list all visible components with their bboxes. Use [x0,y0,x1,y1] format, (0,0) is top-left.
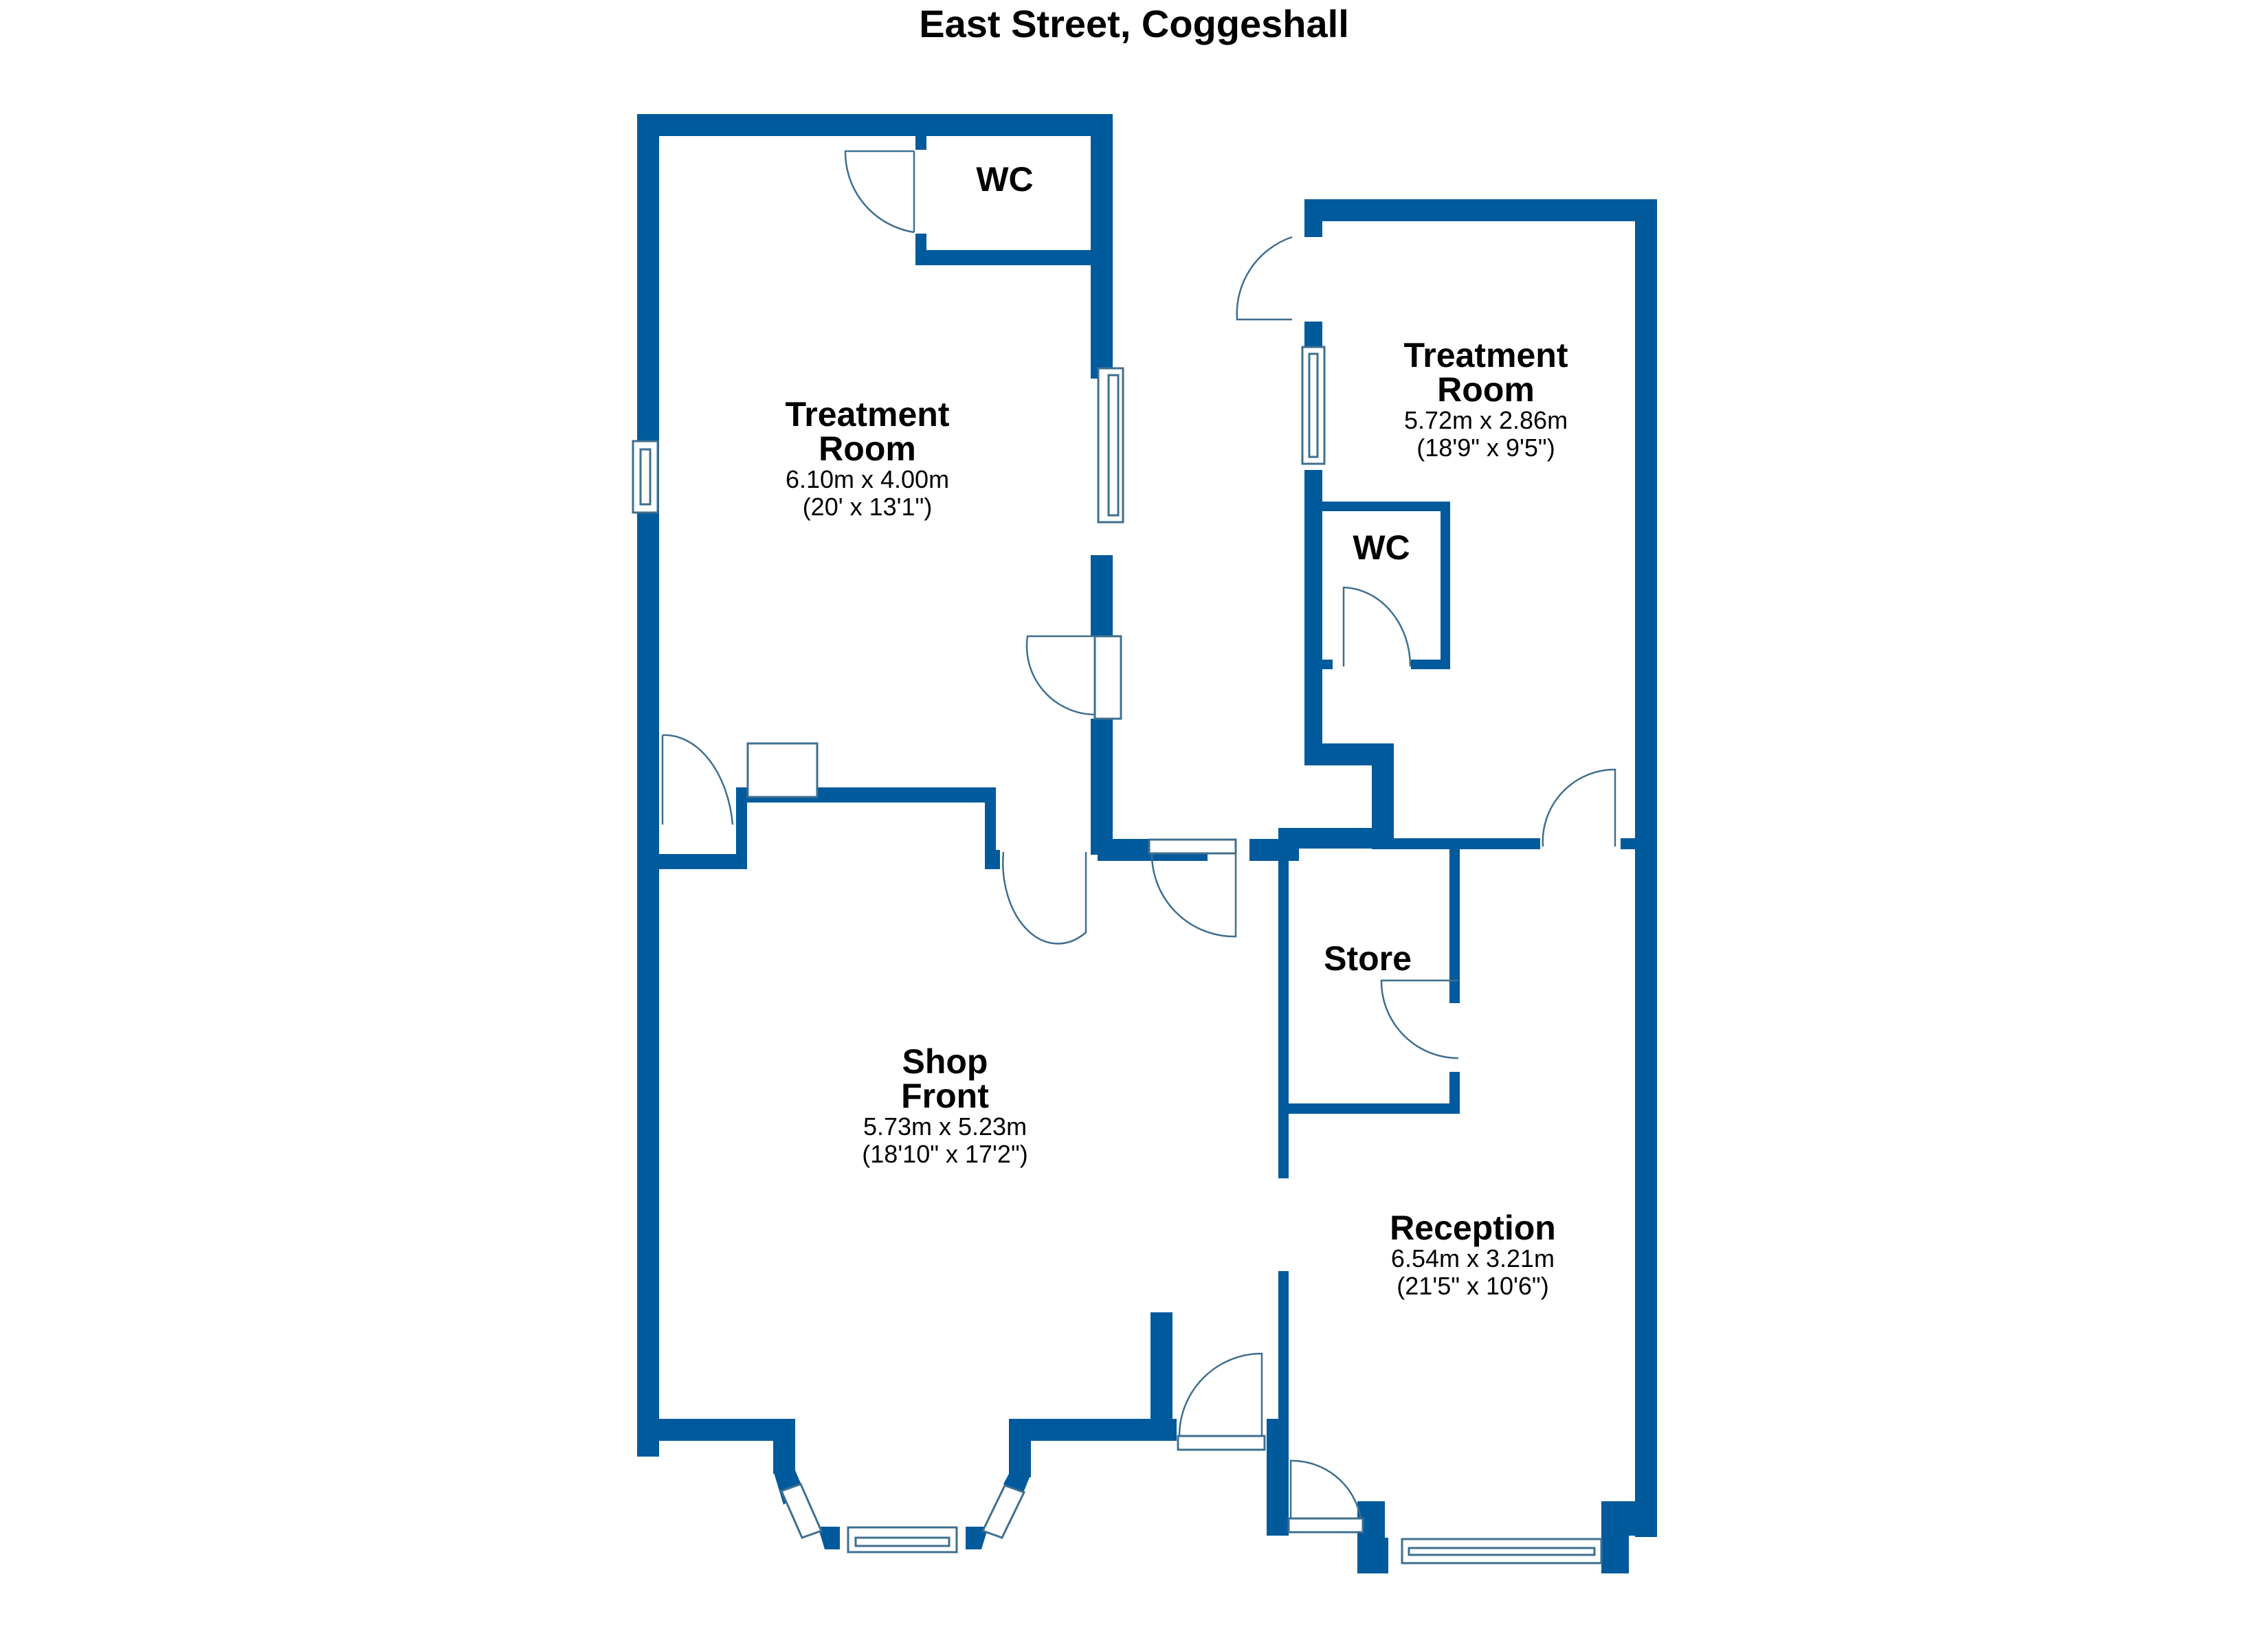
room-name: Room [819,429,916,468]
room-name: Room [1437,370,1535,409]
room-treatment-room-2: Treatment Room 5.72m x 2.86m (18'9" x 9'… [1404,338,1568,462]
door-treatment1-bl [661,734,734,825]
cupboard-fixture [746,742,819,798]
windows [632,346,1603,1564]
room-wc-1: WC [976,162,1033,197]
room-name: Treatment [785,395,950,434]
door-passage [1150,853,1237,938]
room-treatment-room-1: Treatment Room 6.10m x 4.00m (20' x 13'1… [786,397,950,521]
room-name: Reception [1390,1209,1556,1247]
room-metric: 6.54m x 3.21m [1390,1244,1555,1272]
window-bay-left [779,1483,823,1539]
room-wc-2: WC [1353,530,1410,565]
room-metric: 6.10m x 4.00m [785,465,950,493]
doors [661,150,1616,1534]
window-bay-right [981,1484,1026,1539]
room-name: WC [976,160,1034,199]
room-imperial: (18'9" x 9'5") [1416,434,1555,462]
room-store: Store [1324,941,1412,976]
door-treatment2 [1236,236,1293,321]
walls-left-block [637,114,1299,1549]
plan-title: East Street, Coggeshall [919,2,1349,45]
room-shop-front: Shop Front 5.73m x 5.23m (18'10" x 17'2"… [862,1044,1027,1168]
room-metric: 5.72m x 2.86m [1403,406,1568,434]
room-metric: 5.73m x 5.23m [863,1112,1027,1141]
door-wc2 [1342,586,1412,667]
door-entrance-reception [1289,1459,1362,1519]
room-imperial: (18'10" x 17'2") [862,1140,1028,1168]
room-name: Treatment [1403,336,1568,374]
room-name: WC [1353,528,1410,567]
door-wc1 [844,150,915,234]
door-shop-hallway [1002,851,1087,945]
door-entrance-shop [1178,1352,1263,1437]
door-reception-top [1542,768,1616,847]
room-reception: Reception 6.54m x 3.21m (21'5" x 10'6") [1390,1211,1556,1300]
room-imperial: (21'5" x 10'6") [1397,1272,1549,1300]
walls-right-block [1267,199,1657,1573]
room-name: Shop [902,1042,988,1081]
room-name: Store [1324,939,1412,978]
room-imperial: (20' x 13'1") [802,493,933,521]
room-name: Front [901,1077,989,1115]
door-treatment1-right [1025,635,1096,716]
door-store [1380,979,1459,1059]
